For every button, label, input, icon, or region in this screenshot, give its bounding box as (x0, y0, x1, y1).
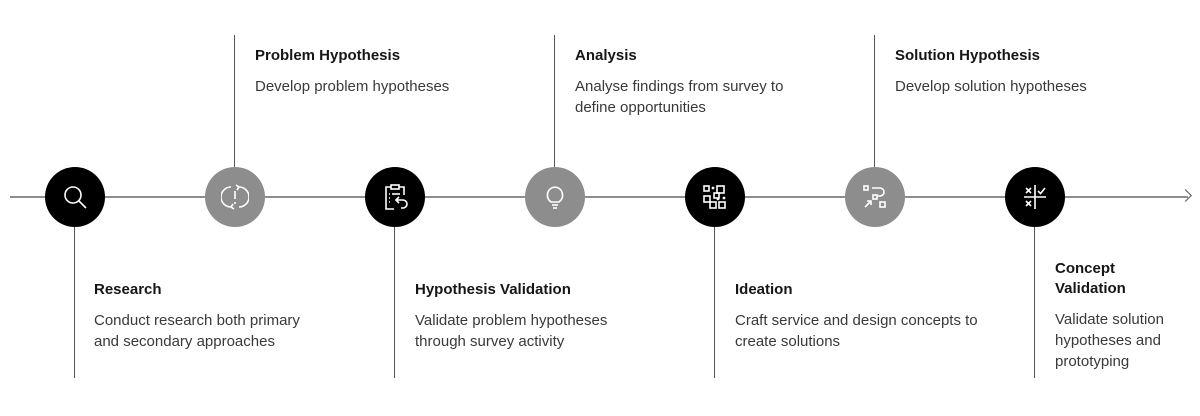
check-cross-matrix-icon (1024, 185, 1046, 209)
connector (714, 227, 715, 378)
connector (234, 35, 235, 167)
step-node-ideation (685, 167, 745, 227)
connector (554, 35, 555, 167)
step-title: Problem Hypothesis (255, 47, 401, 64)
step-description: Analyse findings from survey to define o… (575, 78, 784, 116)
step-label-problem-hypothesis: Problem Hypothesis Develop problem hypot… (255, 46, 485, 97)
step-description: Develop problem hypotheses (255, 78, 450, 95)
step-node-research (45, 167, 105, 227)
timeline-axis (10, 196, 1188, 198)
arrow-head-icon (1179, 189, 1192, 202)
step-title: Solution Hypothesis (895, 47, 1041, 64)
step-description: Conduct research both primary and second… (94, 312, 300, 350)
step-title: Ideation (735, 281, 793, 298)
clipboard-undo-icon (385, 184, 408, 210)
step-label-research: Research Conduct research both primary a… (94, 280, 324, 352)
step-label-solution-hypothesis: Solution Hypothesis Develop solution hyp… (895, 46, 1125, 97)
step-description: Validate solution hypotheses and prototy… (1055, 311, 1164, 370)
step-description: Craft service and design concepts to cre… (735, 312, 978, 350)
step-label-analysis: Analysis Analyse findings from survey to… (575, 46, 805, 118)
step-node-problem-hypothesis (205, 167, 265, 227)
step-label-concept-validation: Concept Validation Validate solution hyp… (1055, 259, 1175, 372)
refresh-alert-icon (221, 184, 249, 210)
connector (394, 227, 395, 378)
step-title: Concept Validation (1055, 260, 1126, 297)
step-node-hypothesis-validation (365, 167, 425, 227)
step-description: Validate problem hypotheses through surv… (415, 312, 608, 350)
step-title: Analysis (575, 47, 637, 64)
step-title: Hypothesis Validation (415, 281, 571, 298)
step-label-hypothesis-validation: Hypothesis Validation Validate problem h… (415, 280, 645, 352)
connector (874, 35, 875, 167)
step-title: Research (94, 281, 162, 298)
step-node-solution-hypothesis (845, 167, 905, 227)
step-label-ideation: Ideation Craft service and design concep… (735, 280, 980, 352)
concept-icon (703, 185, 726, 209)
lightbulb-icon (546, 186, 564, 209)
search-icon (64, 186, 87, 209)
connector (74, 227, 75, 378)
connector (1034, 227, 1035, 378)
step-node-concept-validation (1005, 167, 1065, 227)
step-node-analysis (525, 167, 585, 227)
flow-path-icon (863, 185, 886, 208)
step-description: Develop solution hypotheses (895, 78, 1087, 95)
